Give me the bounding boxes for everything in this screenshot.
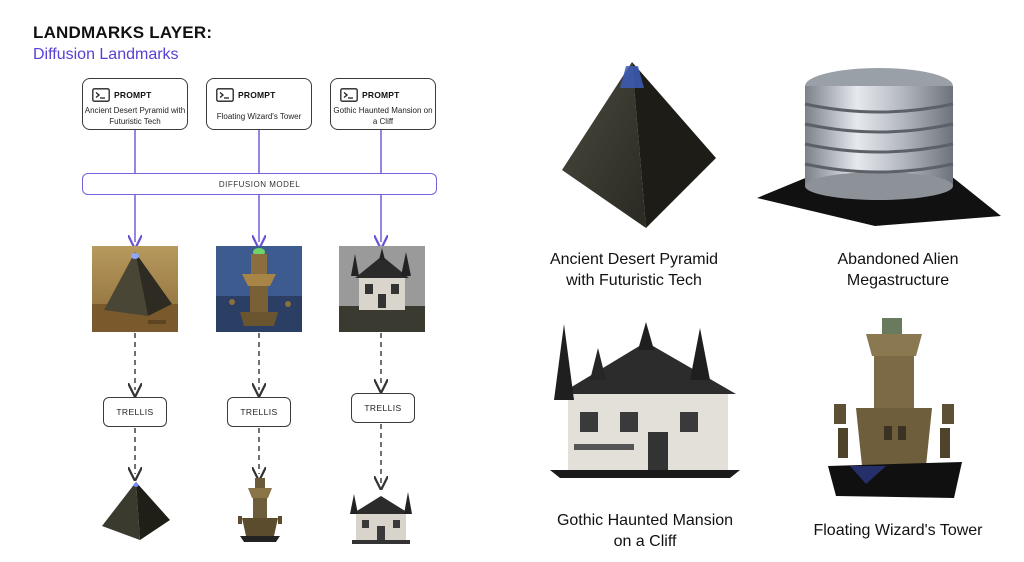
caption-megastructure: Abandoned Alien Megastructure	[837, 251, 959, 289]
model-render-megastructure	[757, 68, 1001, 226]
model-render-tower-large	[828, 318, 962, 498]
model-render-mansion-small	[350, 492, 412, 544]
generated-image-mansion	[339, 246, 425, 332]
diagram-connectors	[0, 130, 520, 562]
model-render-tower-small	[238, 478, 282, 542]
terminal-icon	[216, 88, 234, 102]
caption-mansion: Gothic Haunted Mansion on a Cliff	[556, 512, 734, 550]
prompt-text: Ancient Desert Pyramid with Futuristic T…	[84, 106, 186, 126]
prompt-label: PROMPT	[114, 90, 152, 100]
page-subtitle: Diffusion Landmarks	[33, 46, 179, 63]
prompt-box-tower: PROMPT Floating Wizard's Tower	[206, 78, 312, 130]
caption-pyramid: Ancient Desert Pyramid with Futuristic T…	[549, 251, 719, 289]
model-render-pyramid-large	[562, 62, 716, 228]
terminal-icon	[340, 88, 358, 102]
caption-tower: Floating Wizard's Tower	[813, 522, 983, 539]
prompt-box-pyramid: PROMPT Ancient Desert Pyramid with Futur…	[82, 78, 188, 130]
prompt-label: PROMPT	[362, 90, 400, 100]
diffusion-model-bar: DIFFUSION MODEL	[82, 173, 437, 195]
trellis-box: TRELLIS	[103, 397, 167, 427]
prompt-label: PROMPT	[238, 90, 276, 100]
model-render-pyramid-small	[102, 482, 170, 540]
trellis-box: TRELLIS	[227, 397, 291, 427]
generated-image-pyramid	[92, 246, 178, 332]
model-render-mansion-large	[550, 322, 740, 478]
prompt-box-mansion: PROMPT Gothic Haunted Mansion on a Cliff	[330, 78, 436, 130]
trellis-box: TRELLIS	[351, 393, 415, 423]
terminal-icon	[92, 88, 110, 102]
prompt-text: Gothic Haunted Mansion on a Cliff	[333, 106, 433, 126]
prompt-text: Floating Wizard's Tower	[216, 112, 302, 121]
page-title: LANDMARKS LAYER:	[33, 23, 213, 42]
generated-image-tower	[216, 246, 302, 332]
